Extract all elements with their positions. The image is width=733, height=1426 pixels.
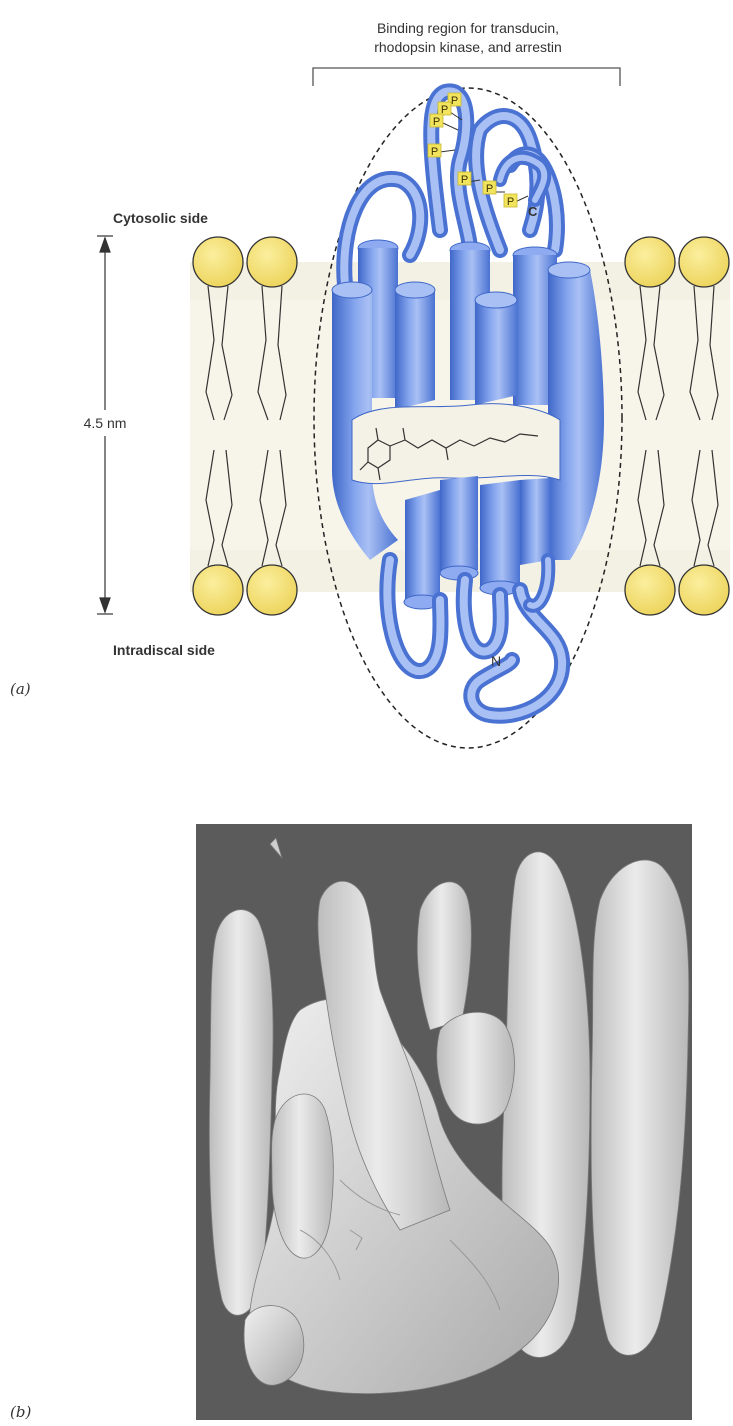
lipid-head — [679, 237, 729, 287]
lipid-head — [193, 565, 243, 615]
lipid-head — [247, 237, 297, 287]
panel-a-diagram: Binding region for transducin, rhodopsin… — [0, 0, 733, 760]
panel-b-density-map: (b) — [0, 760, 733, 1426]
svg-text:P: P — [451, 95, 458, 107]
svg-text:P: P — [433, 116, 440, 128]
n-terminus-label: N — [491, 653, 501, 669]
lipid-head — [193, 237, 243, 287]
binding-region-title-line2: rhodopsin kinase, and arrestin — [374, 39, 562, 55]
phosphate-marker: P — [504, 194, 517, 208]
thickness-label: 4.5 nm — [84, 415, 127, 431]
svg-text:P: P — [461, 174, 468, 186]
svg-text:P: P — [431, 146, 438, 158]
panel-b-letter: (b) — [10, 1403, 31, 1421]
lipid-head — [625, 237, 675, 287]
phosphate-marker: P — [428, 144, 441, 158]
phosphate-marker: P — [430, 114, 443, 128]
cytosolic-side-label: Cytosolic side — [113, 210, 208, 226]
lipid-head — [679, 565, 729, 615]
intradiscal-side-label: Intradiscal side — [113, 642, 215, 658]
panel-a-letter: (a) — [10, 680, 31, 698]
svg-text:P: P — [507, 196, 514, 208]
binding-region-title-line1: Binding region for transducin, — [377, 20, 559, 36]
phosphate-marker: P — [458, 172, 471, 186]
svg-text:P: P — [486, 183, 493, 195]
phosphate-marker: P — [483, 181, 496, 195]
c-terminus-label: C — [528, 204, 538, 219]
lipid-head — [625, 565, 675, 615]
lipid-head — [247, 565, 297, 615]
binding-region-bracket — [313, 68, 620, 86]
